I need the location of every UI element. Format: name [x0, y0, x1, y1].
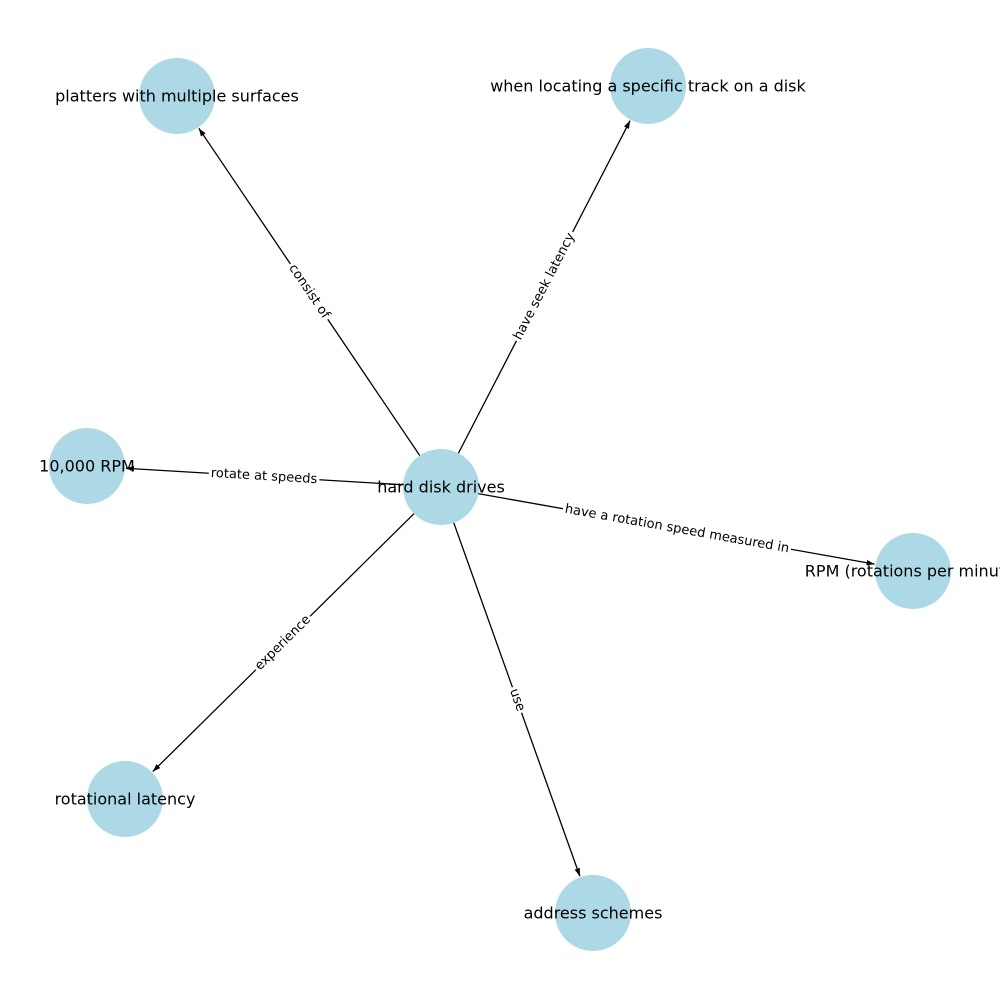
edge-label-background [249, 610, 317, 676]
node-circle-address-schemes [555, 875, 631, 951]
edge-label-have-seek-latency: have seek latency [511, 230, 579, 342]
node-circle-rpm-rotations-per-minute [875, 533, 951, 609]
nodes-layer: hard disk drives platters with multiple s… [39, 48, 1000, 951]
edge-label-group: rotate at speeds [208, 464, 320, 489]
edges-layer [125, 120, 875, 877]
node-circle-rotational-latency [87, 761, 163, 837]
edge-label-background [504, 684, 530, 716]
node-circle-10-000-rpm [49, 428, 125, 504]
node-label-rotational-latency: rotational latency [55, 790, 196, 809]
node-label-rpm-rotations-per-minute: RPM (rotations per minute) [805, 562, 1000, 581]
edge-label-group: have seek latency [508, 228, 581, 345]
edge-label-background [561, 500, 793, 558]
edge-label-group: have a rotation speed measured in [561, 500, 793, 558]
edge-label-background [508, 228, 581, 345]
node-label-address-schemes: address schemes [524, 904, 663, 923]
node-circle-when-locating-a-specific-track-on-a-disk [610, 48, 686, 124]
edge-label-have-a-rotation-speed-measured-in: have a rotation speed measured in [564, 502, 791, 557]
node-circle-platters-with-multiple-surfaces [139, 58, 215, 134]
edge-label-consist-of: consist of [285, 262, 333, 322]
edge-label-rotate-at-speeds: rotate at speeds [210, 466, 317, 487]
node-label-hard-disk-drives: hard disk drives [377, 478, 505, 497]
edge-label-experience: experience [252, 612, 314, 673]
node-label-10-000-rpm: 10,000 RPM [39, 457, 135, 476]
edge-labels-layer: consist of have seek latency rotate at spe… [208, 228, 793, 716]
node-circle-hard-disk-drives [403, 449, 479, 525]
edge-label-group: use [504, 684, 530, 716]
edge-arrow-use [440, 486, 581, 877]
edge-label-use: use [506, 687, 528, 714]
node-label-when-locating-a-specific-track-on-a-disk: when locating a specific track on a disk [490, 77, 806, 96]
edge-label-group: experience [249, 610, 317, 676]
edge-label-background [208, 464, 320, 489]
edge-label-background [283, 259, 335, 325]
edge-label-group: consist of [283, 259, 335, 325]
node-label-platters-with-multiple-surfaces: platters with multiple surfaces [55, 87, 299, 106]
